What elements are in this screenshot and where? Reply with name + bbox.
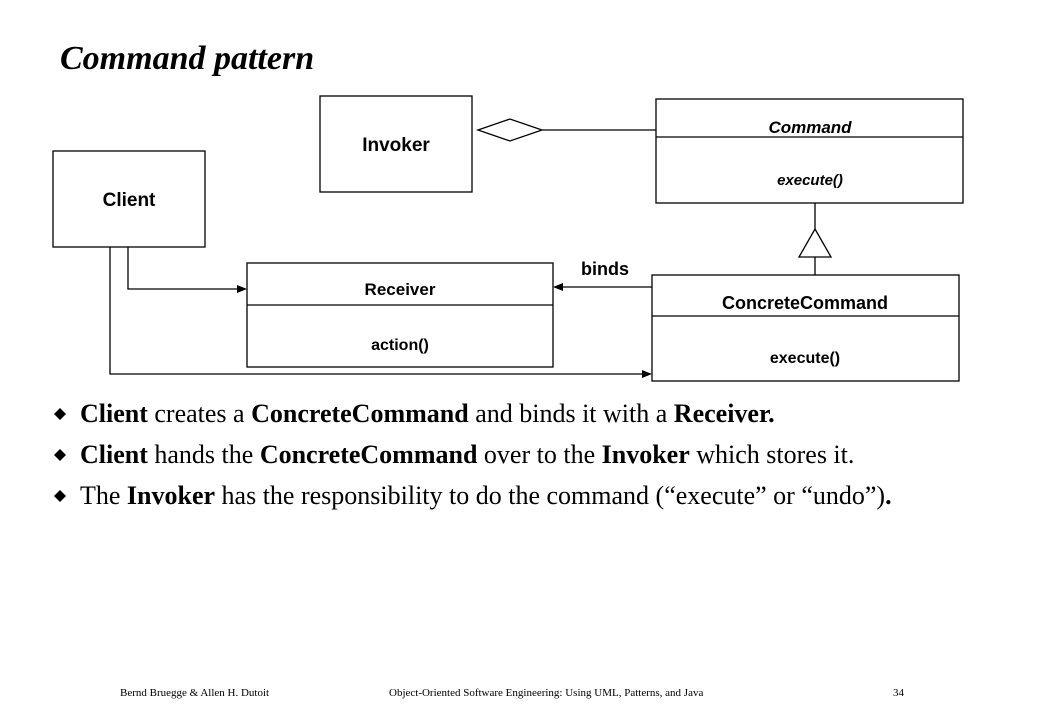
receiver-operation: action() [371,337,429,354]
footer-page-number: 34 [893,687,904,699]
aggregation-diamond-icon [476,118,544,142]
receiver-class-name: Receiver [365,280,436,299]
bullet-text-bold: ConcreteCommand [259,440,478,469]
bullet-text-bold: Invoker [126,481,216,510]
command-class-box [655,98,964,204]
bullet-text-bold: ConcreteCommand [251,399,469,428]
bullet-text: The [80,481,127,510]
concrete-command-class-box [651,274,960,382]
bullet-item: Client hands the ConcreteCommand over to… [48,439,988,470]
bullet-text-bold: . [885,481,892,510]
bullet-text: and binds it with a [468,399,674,428]
bullet-text: hands the [147,440,260,469]
binds-arrowhead-icon [553,283,563,291]
diamond-bullet-icon [54,449,66,461]
bullet-text-bold: Client [80,399,148,428]
invoker-class-name: Invoker [362,135,430,156]
binds-label: binds [581,259,629,279]
bullet-item: The Invoker has the responsibility to do… [48,480,988,511]
client-to-receiver-arrowhead-icon [237,285,247,293]
bullet-text: creates a [147,399,252,428]
client-class-name: Client [103,190,156,211]
bullet-text: over to the [477,440,602,469]
bullet-text-bold: Client [80,440,148,469]
diamond-bullet-icon [54,408,66,420]
footer-book-title: Object-Oriented Software Engineering: Us… [389,687,704,699]
bullet-item: Client creates a ConcreteCommand and bin… [48,398,988,429]
footer-authors: Bernd Bruegge & Allen H. Dutoit [120,687,270,699]
generalization-triangle-icon [797,227,833,258]
slide-title: Command pattern [60,40,315,77]
command-class-name: Command [768,118,852,137]
client-class-box [52,150,206,248]
concrete-command-class-name: ConcreteCommand [722,293,888,313]
bullet-text: has the responsibility to do the command… [215,481,886,510]
bullet-list: Client creates a ConcreteCommand and bin… [48,398,988,521]
bullet-text-bold: Invoker [601,440,690,469]
diamond-bullet-icon [54,490,66,502]
concrete-command-operation: execute() [770,350,840,367]
receiver-class-box [246,262,554,368]
invoker-class-box [319,95,473,193]
command-operation: execute() [777,172,843,189]
client-to-concrete-command-line [109,247,645,375]
client-to-receiver-line [127,247,240,290]
bullet-text-bold: Receiver. [673,399,775,428]
client-to-concrete-command-arrowhead-icon [642,370,652,378]
bullet-text: which stores it. [689,440,855,469]
